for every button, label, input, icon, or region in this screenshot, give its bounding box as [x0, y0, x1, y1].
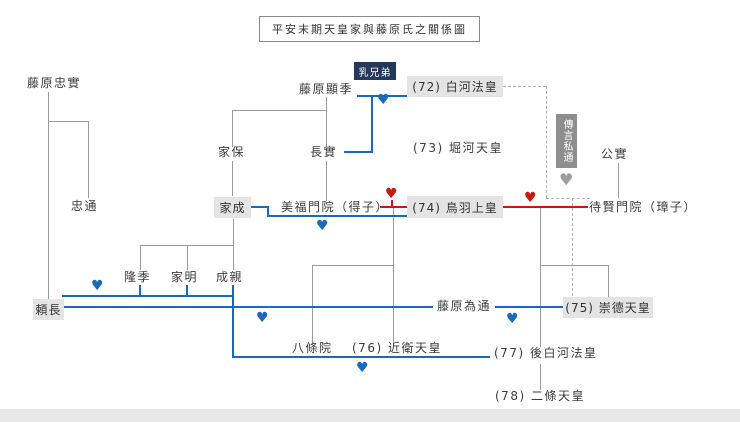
blue-line-ienari-step	[267, 206, 269, 217]
lineage-ienari-children-branch	[140, 245, 233, 246]
blue-line-ienari-out	[251, 206, 268, 208]
label-hachijoin: 八條院	[292, 341, 333, 355]
lineage-to-sutoku	[608, 265, 609, 297]
heart-icon-toba-taikenmonin: ♥	[524, 190, 537, 206]
heart-icon-yorinaga-sons: ♥	[91, 278, 104, 294]
heart-icon-shirakawa-favorite: ♥	[377, 92, 390, 108]
label-emperor-77-goshirakawa: (77) 後白河法皇	[494, 346, 598, 360]
lineage-ienari-narichika	[233, 219, 234, 270]
badge-milk-brothers: 乳兄弟	[354, 62, 396, 80]
lineage-kinzane-taikenmonin	[618, 163, 619, 198]
label-fujiwara-tamemichi: 藤原為通	[433, 299, 496, 314]
label-taikenmonin: 待賢門院（璋子）	[589, 200, 698, 214]
lineage-to-takasue	[140, 245, 141, 270]
dashed-line-to-taikenmonin	[546, 198, 590, 199]
heart-icon-yorinaga-tamemichi: ♥	[256, 310, 269, 326]
dashed-line-down	[546, 86, 547, 198]
heart-icon-toba-bifukumonin: ♥	[385, 186, 398, 202]
blue-line-yorinaga-sons	[62, 295, 233, 297]
lineage-to-hachijoin	[312, 265, 313, 342]
heart-icon-tamemichi-sutoku: ♥	[506, 311, 519, 327]
node-emperor-74-toba: (74) 鳥羽上皇	[407, 196, 503, 218]
blue-line-to-nagazane	[344, 151, 371, 153]
label-narichika: 成親	[216, 270, 244, 284]
blue-line-ieaki-drop	[186, 285, 188, 296]
lineage-goshirakawa-nijo	[540, 364, 541, 390]
heart-icon-rumored-affair: ♥	[559, 170, 574, 189]
lineage-akisue-down	[326, 97, 327, 111]
lineage-akisue-branch	[232, 110, 327, 111]
lineage-branch-sutoku	[540, 265, 608, 266]
node-emperor-75-sutoku: (75) 崇德天皇	[563, 297, 653, 318]
label-emperor-78-nijo: (78) 二條天皇	[495, 389, 585, 403]
label-nagazane: 長實	[310, 145, 338, 159]
label-fujiwara-tadazane: 藤原忠實	[27, 76, 82, 90]
blue-line-narichika-goshirakawa	[232, 356, 490, 358]
red-line-bifukumonin-toba	[380, 206, 408, 208]
label-ieyasu: 家保	[218, 145, 246, 159]
blue-line-akisue-shirakawa	[357, 95, 408, 97]
label-emperor-76-konoe: (76) 近衛天皇	[352, 341, 442, 355]
dashed-line-shirakawa-out	[503, 86, 546, 87]
blue-line-takasue-drop	[139, 285, 141, 296]
label-bifukumonin: 美福門院（得子）	[281, 200, 390, 214]
dashed-line-to-sutoku	[572, 198, 573, 296]
heart-icon-toba-ienari: ♥	[316, 218, 329, 234]
lineage-to-tadamichi	[88, 121, 89, 198]
lineage-ieyasu-ienari	[232, 161, 233, 196]
red-line-toba-taikenmonin	[502, 206, 588, 208]
lineage-to-nagazane	[326, 110, 327, 147]
diagram-title: 平安末期天皇家與藤原氏之關係圖	[259, 16, 480, 42]
blue-line-ienari-toba	[267, 215, 408, 217]
blue-line-yorinaga-tamemichi-sutoku	[64, 306, 563, 308]
lineage-branch-hachijoin	[312, 265, 393, 266]
lineage-nagazane-bifukumonin	[326, 161, 327, 201]
blue-line-narichika-drop	[232, 285, 234, 358]
node-ienari: 家成	[214, 197, 251, 218]
lineage-tadazane-branch	[48, 121, 89, 122]
label-tadamichi: 忠通	[71, 199, 99, 213]
label-emperor-73-horikawa: (73) 堀河天皇	[413, 141, 503, 155]
badge-rumored-affair: 傳言私通	[556, 114, 577, 168]
heart-icon-narichika-goshirakawa: ♥	[356, 360, 369, 376]
label-ieaki: 家明	[171, 270, 199, 284]
label-kinzane: 公實	[601, 147, 629, 161]
node-emperor-72-shirakawa: (72) 白河法皇	[407, 76, 503, 97]
label-fujiwara-akisue: 藤原顯季	[299, 82, 354, 96]
blue-line-down-nagazane	[371, 95, 373, 153]
node-yorinaga: 頼長	[33, 299, 64, 320]
lineage-toba-bifuku-children	[393, 208, 394, 342]
lineage-to-ieyasu	[232, 110, 233, 147]
lineage-toba-taiken-children	[540, 208, 541, 347]
label-takasue: 隆季	[124, 270, 152, 284]
lineage-tadazane-yorinaga	[48, 92, 49, 299]
red-line-heart-stem	[391, 200, 393, 207]
bottom-edge-strip	[0, 409, 740, 422]
lineage-to-ieaki	[187, 245, 188, 270]
